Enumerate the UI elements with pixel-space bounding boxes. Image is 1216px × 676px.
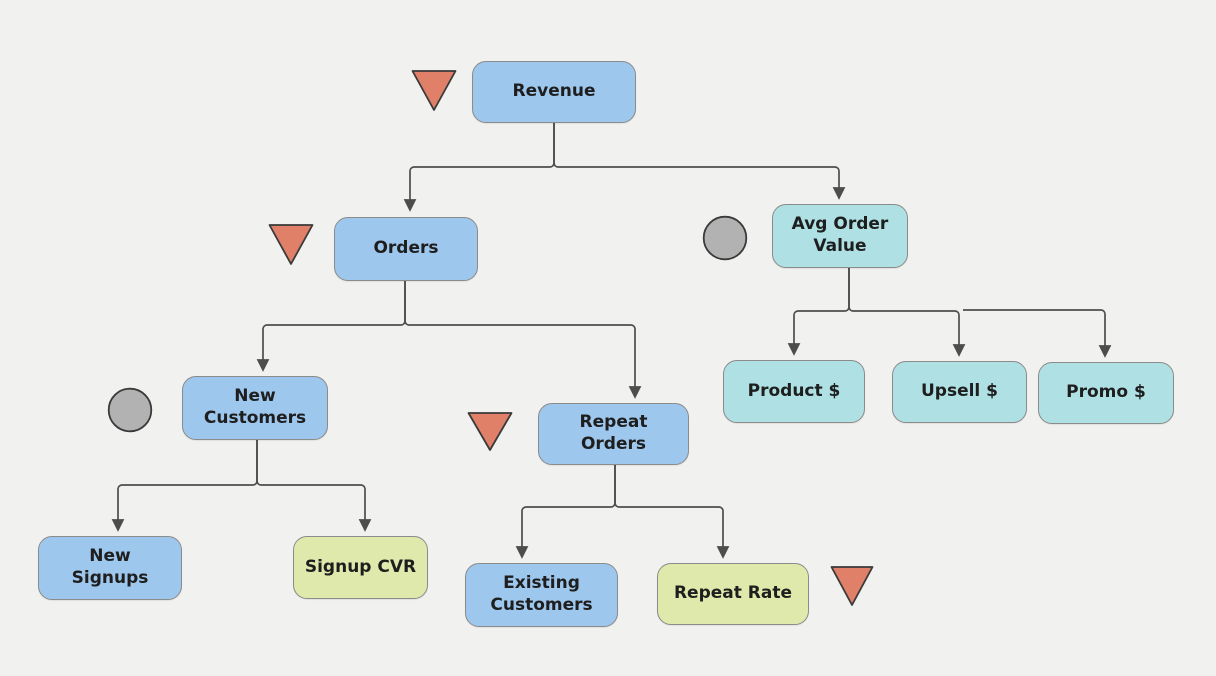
edge-avg-order-value-upsell <box>848 268 966 357</box>
node-label: Repeat Rate <box>673 583 793 604</box>
triangle-down-icon[interactable] <box>267 222 315 267</box>
node-new-customers[interactable]: New Customers <box>182 376 328 440</box>
node-new-signups[interactable]: New Signups <box>38 536 182 600</box>
node-label: New Customers <box>203 386 307 428</box>
node-label: Product $ <box>747 380 841 401</box>
edge-new-customers-new-signups <box>111 440 258 532</box>
circle-icon[interactable] <box>702 215 748 261</box>
node-promo-dollars[interactable]: Promo $ <box>1038 362 1174 424</box>
edge-repeat-orders-existing-customers <box>515 465 616 559</box>
node-orders[interactable]: Orders <box>334 217 478 281</box>
node-repeat-orders[interactable]: Repeat Orders <box>538 403 689 465</box>
node-label: Orders <box>373 238 439 259</box>
edge-revenue-orders <box>403 123 555 212</box>
triangle-down-icon[interactable] <box>410 68 458 113</box>
edge-repeat-orders-repeat-rate <box>614 465 730 559</box>
triangle-down-icon[interactable] <box>466 410 514 453</box>
node-revenue[interactable]: Revenue <box>472 61 636 123</box>
node-label: Revenue <box>512 81 596 102</box>
node-label: Promo $ <box>1066 382 1146 403</box>
node-upsell-dollars[interactable]: Upsell $ <box>892 361 1027 423</box>
node-repeat-rate[interactable]: Repeat Rate <box>657 563 809 625</box>
node-product-dollars[interactable]: Product $ <box>723 360 865 423</box>
node-avg-order-value[interactable]: Avg Order Value <box>772 204 908 268</box>
node-label: Repeat Orders <box>579 412 648 454</box>
edge-revenue-avg-order-value <box>553 123 846 200</box>
node-label: New Signups <box>71 546 149 588</box>
node-signup-cvr[interactable]: Signup CVR <box>293 536 428 599</box>
circle-icon[interactable] <box>107 387 153 433</box>
node-label: Existing Customers <box>490 573 593 615</box>
node-existing-customers[interactable]: Existing Customers <box>465 563 618 627</box>
edge-avg-order-value-promo <box>963 309 1112 358</box>
triangle-down-icon[interactable] <box>829 564 875 608</box>
edge-new-customers-signup-cvr <box>256 440 372 532</box>
edge-avg-order-value-product <box>787 268 850 356</box>
node-label: Avg Order Value <box>791 214 889 256</box>
edge-orders-repeat-orders <box>404 281 642 399</box>
edge-orders-new-customers <box>256 281 406 372</box>
node-label: Upsell $ <box>920 381 999 402</box>
node-label: Signup CVR <box>304 556 417 577</box>
